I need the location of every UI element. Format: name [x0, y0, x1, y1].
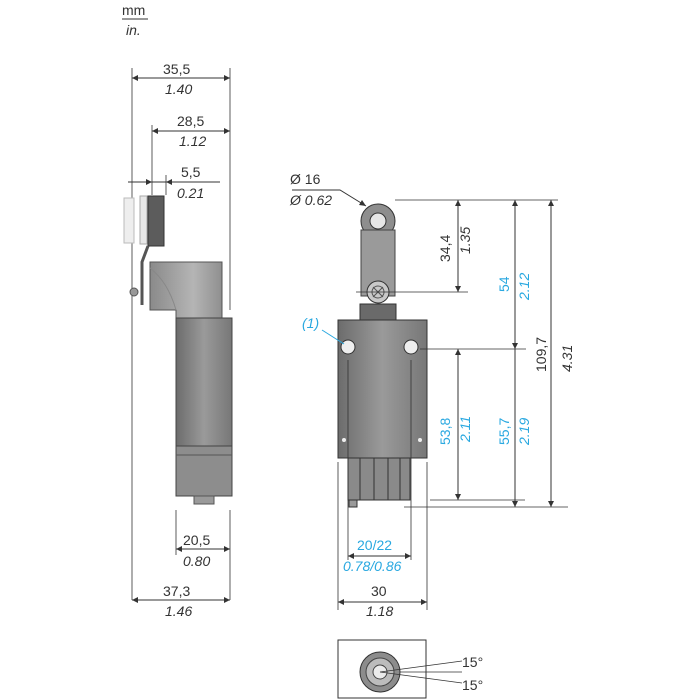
- lever-width-mm: 28,5: [177, 113, 204, 129]
- roller-width-mm: 5,5: [181, 164, 201, 180]
- unit-mm: mm: [122, 2, 145, 18]
- body-width-mm: 20,5: [183, 532, 210, 548]
- pivot-height-in: 1.35: [457, 227, 473, 254]
- base-width-mm: 37,3: [163, 583, 190, 599]
- roller-dia-in: Ø 0.62: [289, 192, 332, 208]
- bottom-view: 15° 15°: [337, 639, 483, 699]
- body-width-mm: 30: [371, 583, 387, 599]
- lever-width-in: 1.12: [179, 133, 206, 149]
- front-view: Ø 16 Ø 0.62 (1) 34,4 1.35 54 2.12 109,7 …: [289, 171, 575, 619]
- roller-to-holes-in: 2.12: [516, 273, 532, 301]
- hole-to-base-mm: 53,8: [437, 418, 453, 445]
- units-legend: mm in.: [122, 2, 148, 38]
- roller-to-holes-mm: 54: [496, 276, 512, 292]
- pivot-height-mm: 34,4: [437, 235, 453, 262]
- side-view: 35,5 1.40 28,5 1.12 5,5 0.21 20,5 0.80 3…: [123, 61, 233, 619]
- base-width-in: 1.46: [165, 603, 192, 619]
- hole-spacing-in: 0.78/0.86: [343, 558, 402, 574]
- hole-to-base-in: 2.11: [457, 416, 473, 443]
- overall-width-in: 1.40: [165, 81, 192, 97]
- body-width-in: 1.18: [366, 603, 393, 619]
- angle-up: 15°: [462, 654, 483, 670]
- unit-in: in.: [126, 22, 141, 38]
- roller-dia-mm: Ø 16: [290, 171, 321, 187]
- body-width-in: 0.80: [183, 553, 210, 569]
- roller-width-in: 0.21: [177, 185, 204, 201]
- total-height-mm: 109,7: [533, 337, 549, 372]
- overall-width-mm: 35,5: [163, 61, 190, 77]
- hole-spacing-mm: 20/22: [357, 537, 392, 553]
- angle-down: 15°: [462, 677, 483, 693]
- hole-to-conn-mm: 55,7: [496, 418, 512, 445]
- note-marker: (1): [302, 315, 319, 331]
- total-height-in: 4.31: [559, 345, 575, 372]
- hole-to-conn-in: 2.19: [516, 418, 532, 446]
